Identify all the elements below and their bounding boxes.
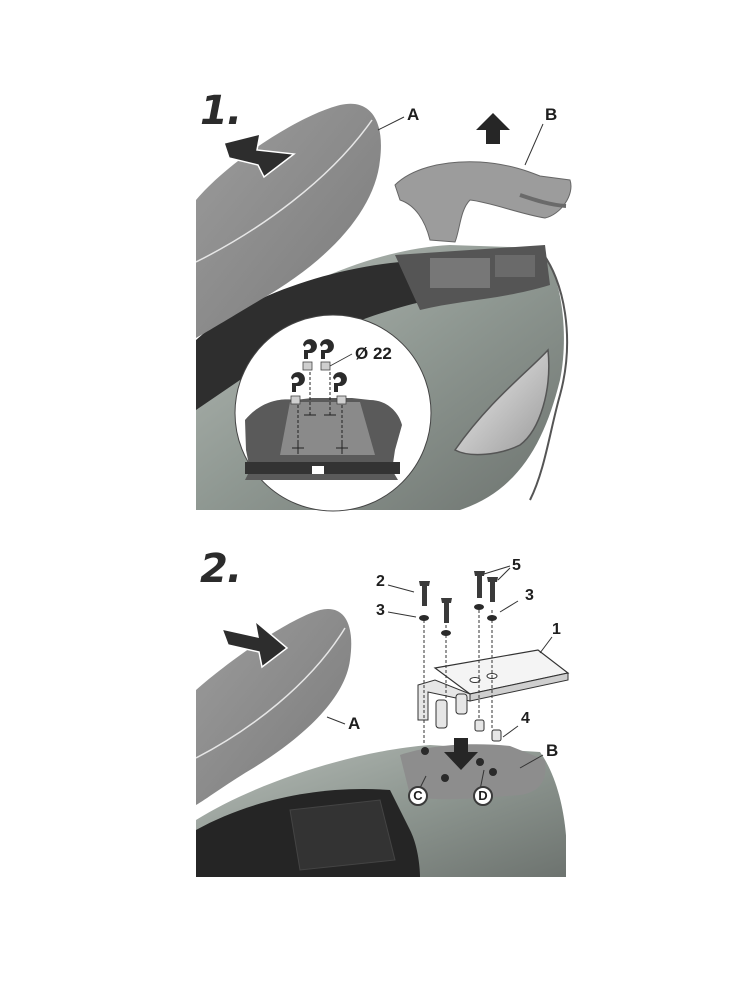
label-washer-3-left: 3 bbox=[376, 602, 385, 619]
detail-inset bbox=[234, 314, 432, 512]
remove-seat-arrow-icon bbox=[223, 132, 296, 179]
washers bbox=[419, 604, 497, 636]
label-cover-b-2: B bbox=[546, 741, 559, 760]
step-2-number: 2. bbox=[200, 546, 242, 592]
label-cover-b: B bbox=[545, 105, 558, 124]
label-seat-a-2: A bbox=[348, 714, 361, 733]
install-seat-arrow-icon bbox=[220, 619, 289, 669]
label-bolt-2: 2 bbox=[376, 573, 385, 590]
step-1-number: 1. bbox=[200, 88, 242, 134]
label-washer-3-right: 3 bbox=[525, 587, 534, 604]
label-seat-a: A bbox=[407, 105, 420, 124]
label-plate-1: 1 bbox=[552, 621, 561, 638]
top-rack-plate bbox=[417, 649, 570, 721]
seat-a bbox=[196, 103, 381, 338]
label-mount-point-d: D bbox=[473, 786, 493, 806]
tail-light bbox=[453, 348, 550, 456]
lift-up-arrow-icon bbox=[476, 113, 510, 144]
label-spacers-4: 4 bbox=[521, 710, 530, 727]
hook-clips bbox=[291, 339, 347, 392]
cover-b-installed bbox=[400, 744, 546, 800]
label-bolt-diameter: Ø 22 bbox=[355, 344, 392, 363]
label-bolts-5: 5 bbox=[512, 557, 521, 574]
label-mount-point-c: C bbox=[408, 786, 428, 806]
spacer-tubes bbox=[435, 693, 502, 742]
cover-b bbox=[394, 161, 572, 243]
bolts bbox=[419, 571, 498, 623]
step-2-illustration bbox=[196, 608, 566, 877]
mount-down-arrow-icon bbox=[444, 738, 478, 770]
